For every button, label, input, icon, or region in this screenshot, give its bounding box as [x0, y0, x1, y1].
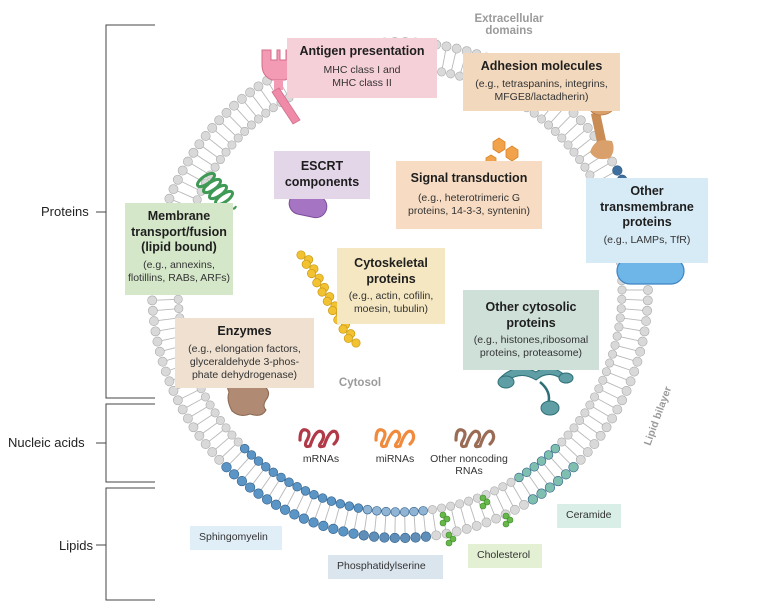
proteins-bracket	[96, 24, 155, 399]
membrane-transport-box: Membrane transport/fusion (lipid bound) …	[125, 203, 233, 295]
escrt-components-box: ESCRT components	[274, 151, 370, 199]
membrane-transport-desc: (e.g., annexins, flotillins, RABs, ARFs)	[127, 258, 231, 284]
nucleic-acids-bracket	[96, 403, 155, 483]
enzymes-title: Enzymes	[217, 324, 272, 338]
signal-transduction-title: Signal transduction	[410, 171, 528, 185]
lipids-bracket	[96, 487, 155, 601]
adhesion-molecules-title: Adhesion molecules	[480, 59, 603, 73]
antigen-presentation-title: Antigen presentation	[299, 44, 425, 58]
mhc-icon	[261, 49, 301, 125]
signal-transduction-box: Signal transduction (e.g., heterotrimeri…	[396, 161, 542, 229]
ceramide-label: Ceramide	[557, 504, 621, 528]
adhesion-molecules-box: Adhesion molecules (e.g., tetraspanins, …	[463, 53, 620, 111]
mrnas-label: mRNAs	[302, 453, 340, 465]
antigen-presentation-box: Antigen presentation MHC class I and MHC…	[287, 38, 437, 98]
phosphatidylserine-label: Phosphatidylserine	[328, 555, 443, 579]
enzymes-box: Enzymes (e.g., elongation factors, glyce…	[175, 318, 314, 388]
other-noncoding-rnas-label: Other noncoding RNAs	[430, 453, 508, 477]
cytoskeletal-proteins-desc: (e.g., actin, cofilin, moesin, tubulin)	[348, 290, 434, 316]
other-cytosolic-title: Other cytosolic proteins	[485, 300, 577, 330]
other-transmembrane-box: Other transmembrane proteins (e.g., LAMP…	[586, 178, 708, 263]
other-transmembrane-desc: (e.g., LAMPs, TfR)	[603, 233, 691, 246]
proteins-label: Proteins	[41, 204, 89, 219]
mirnas-label: miRNAs	[375, 453, 415, 465]
cholesterol-label: Cholesterol	[468, 544, 542, 568]
cytoskeletal-proteins-title: Cytoskeletal proteins	[354, 256, 428, 286]
mirna-icon	[374, 428, 416, 449]
adhesion-molecule-icon	[588, 99, 617, 160]
enzymes-desc: (e.g., elongation factors, glyceraldehyd…	[188, 342, 301, 381]
signal-transduction-desc: (e.g., heterotrimeric G proteins, 14-3-3…	[408, 191, 530, 217]
other-transmembrane-title: Other transmembrane proteins	[600, 184, 694, 230]
noncoding-rna-icon	[454, 428, 496, 449]
cytosol-label: Cytosol	[338, 377, 382, 389]
mrna-icon	[298, 428, 340, 449]
lipids-label: Lipids	[59, 538, 93, 553]
cytoskeletal-filament-icon	[296, 250, 361, 348]
nucleic-acids-label: Nucleic acids	[8, 435, 85, 450]
sphingomyelin-label: Sphingomyelin	[190, 526, 282, 550]
other-cytosolic-box: Other cytosolic proteins (e.g., histones…	[463, 290, 599, 370]
membrane-transport-title: Membrane transport/fusion (lipid bound)	[131, 209, 227, 255]
adhesion-molecules-desc: (e.g., tetraspanins, integrins, MFGE8/la…	[475, 77, 608, 103]
cholesterol-icon	[439, 494, 514, 547]
cytosolic-protein-icon	[497, 367, 574, 416]
other-cytosolic-desc: (e.g., histones,ribosomal proteins, prot…	[473, 334, 589, 360]
extracellular-domains-label: Extracellular domains	[474, 13, 544, 37]
cytoskeletal-proteins-box: Cytoskeletal proteins (e.g., actin, cofi…	[337, 248, 445, 324]
escrt-components-title: ESCRT components	[284, 159, 360, 189]
antigen-presentation-desc: MHC class I and MHC class II	[323, 63, 401, 89]
